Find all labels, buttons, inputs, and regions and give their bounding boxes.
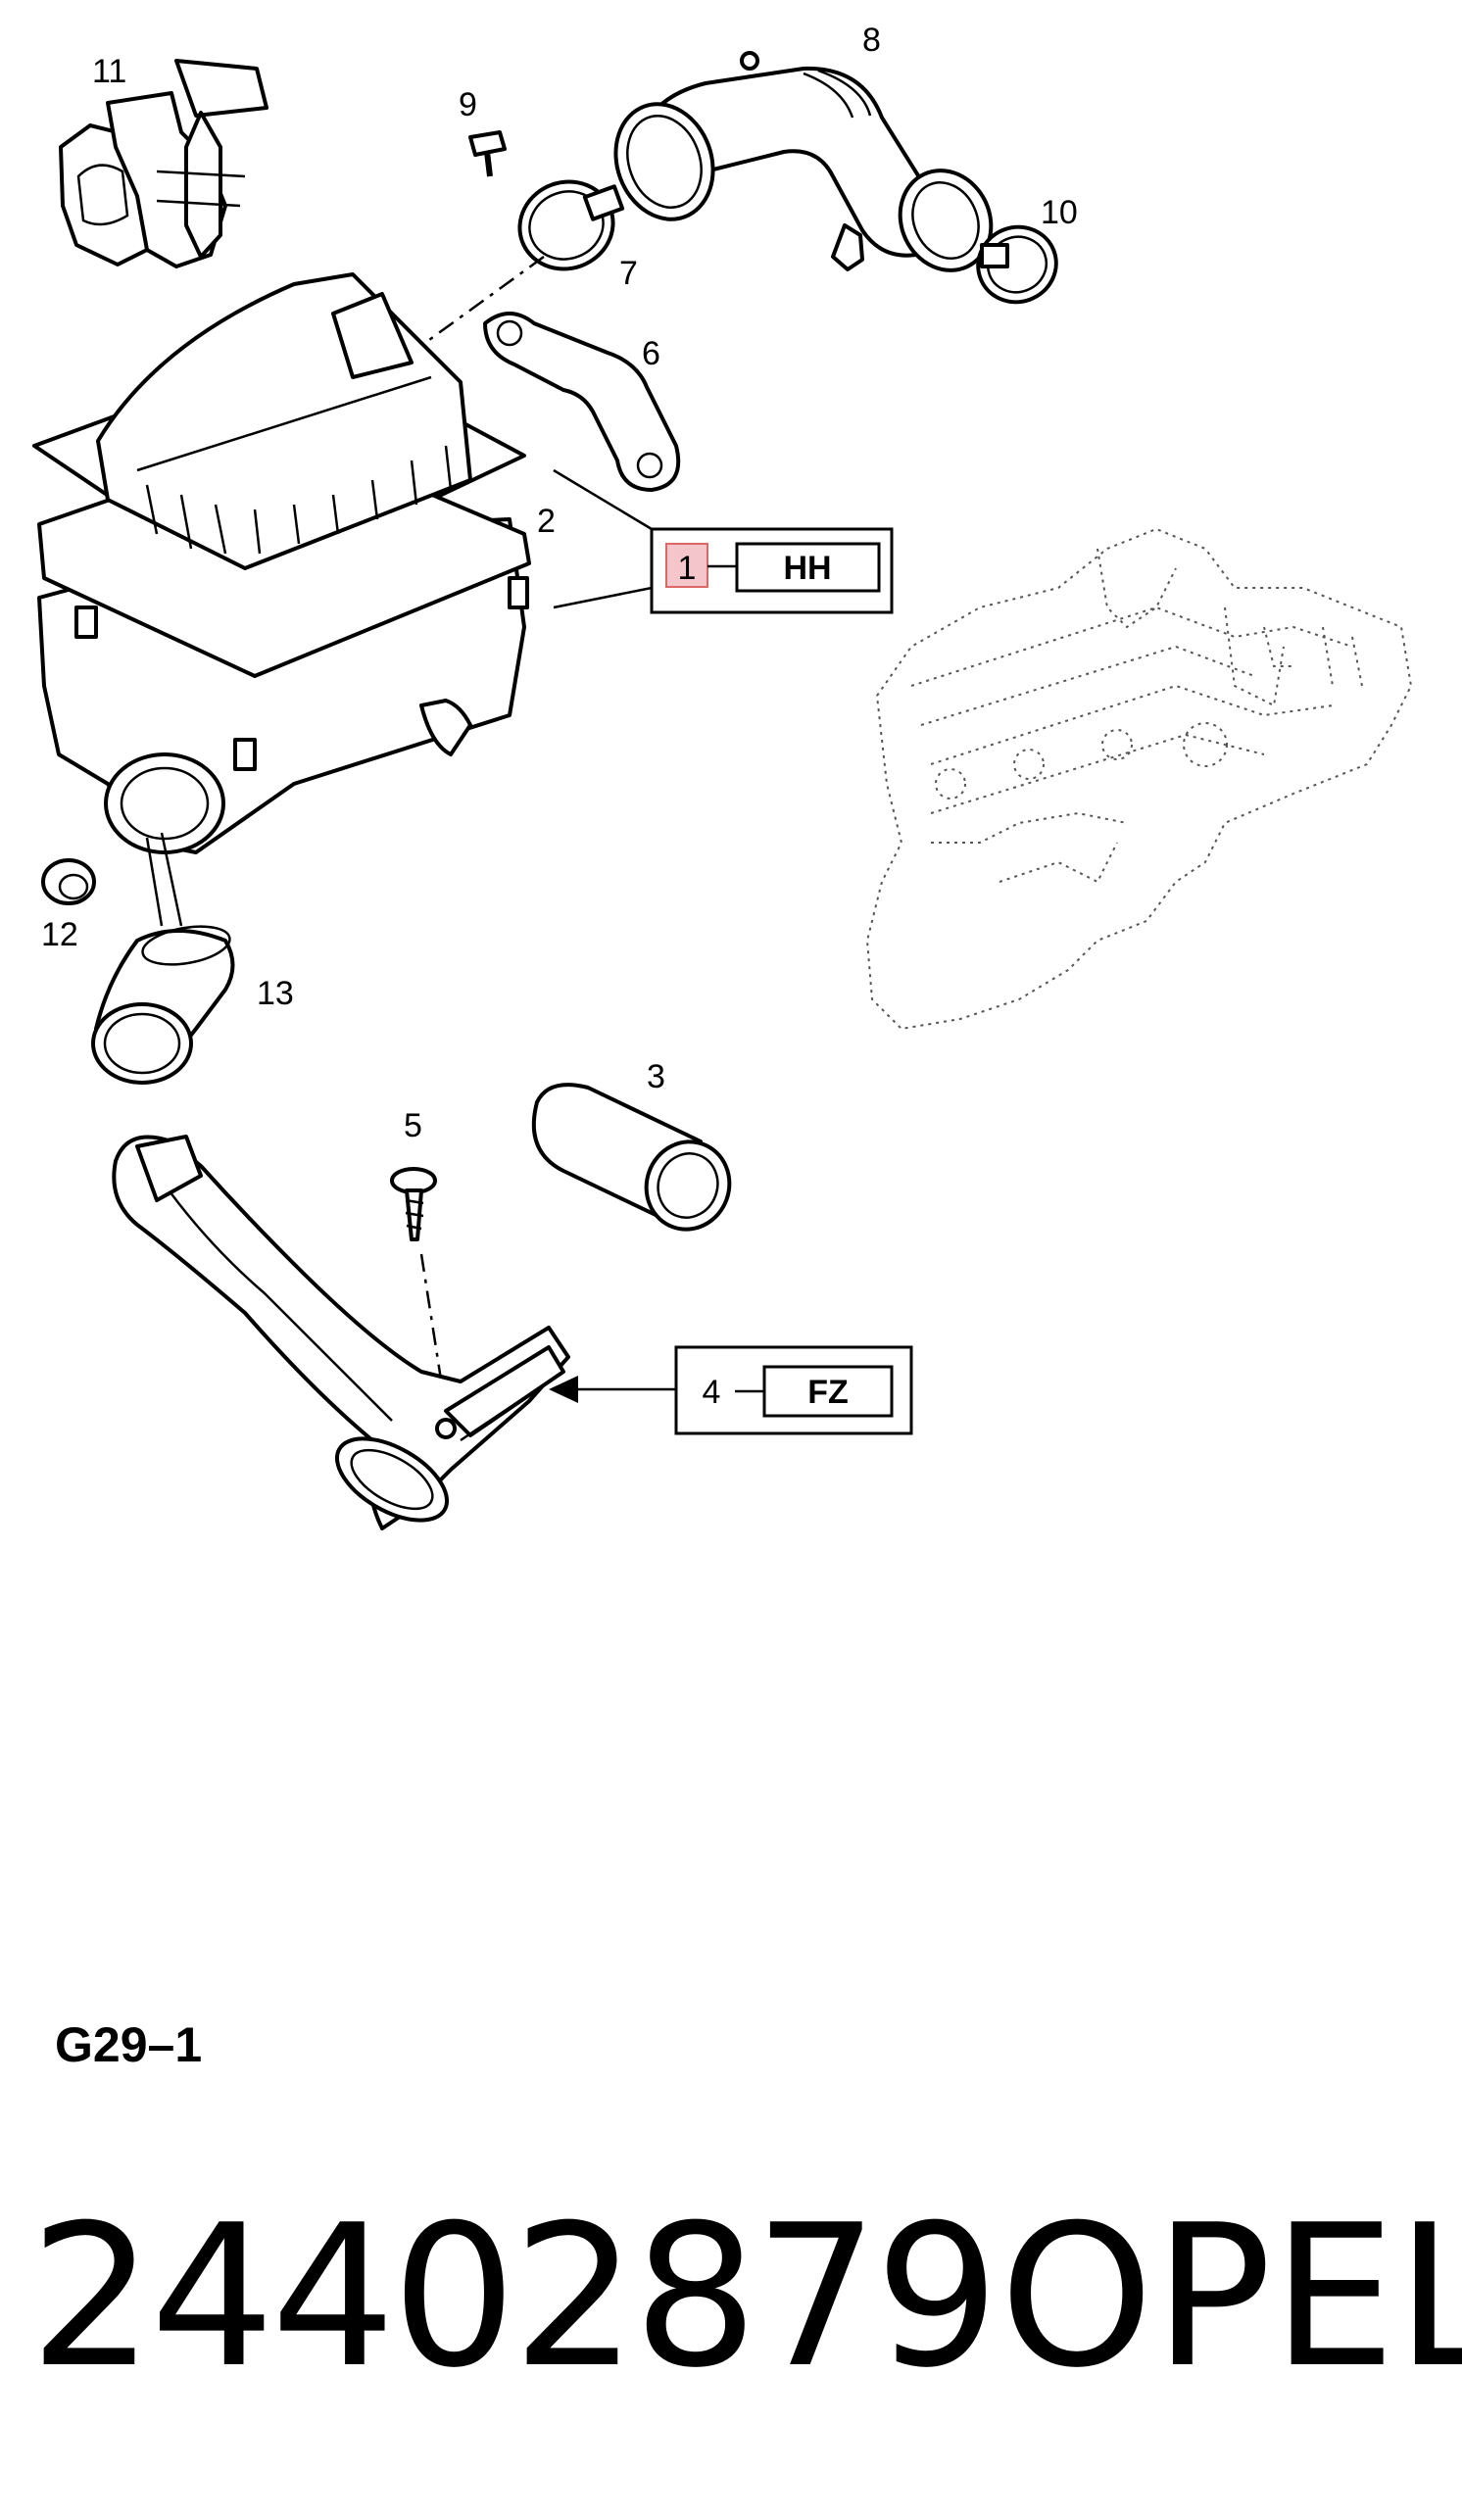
part-11-clip — [59, 59, 268, 268]
part-4-intake-duct — [112, 1135, 570, 1530]
callout-10: 10 — [1041, 194, 1078, 231]
part-9-bolt — [468, 130, 507, 177]
part-number: 24402879 — [29, 2183, 999, 2411]
part-12-grommet — [41, 858, 96, 905]
callout-2: 2 — [537, 503, 556, 540]
part-5-screw — [390, 1167, 437, 1241]
part-10-hose-clamp — [976, 224, 1058, 305]
callout-12: 12 — [41, 916, 78, 953]
part-13-rubber-elbow — [91, 925, 235, 1085]
part-6-bracket — [483, 312, 681, 492]
callout-7: 7 — [619, 255, 638, 292]
reference-item-label: 4 — [703, 1374, 721, 1411]
reference-box-hh[interactable]: 1 HH — [650, 527, 894, 614]
reference-code-label: FZ — [807, 1374, 849, 1411]
highlight-marker — [665, 543, 708, 588]
part-8-intake-hose — [613, 51, 994, 272]
callout-6: 6 — [642, 335, 660, 372]
callout-5: 5 — [404, 1107, 422, 1144]
brand-name: OPEL — [999, 2183, 1462, 2411]
arrow-head-icon — [549, 1376, 578, 1403]
engine-outline — [865, 527, 1413, 1031]
part-2-air-cleaner-housing — [32, 272, 531, 854]
diagram-code: G29–1 — [55, 2017, 203, 2072]
callout-3: 3 — [647, 1058, 665, 1095]
callout-8: 8 — [862, 22, 881, 59]
part-7-hose-clamp — [517, 179, 625, 271]
callout-11: 11 — [92, 53, 126, 90]
reference-code-label: HH — [783, 550, 831, 587]
reference-box-fz[interactable]: 4 FZ — [674, 1345, 913, 1435]
callout-9: 9 — [459, 86, 477, 123]
callout-13: 13 — [257, 975, 294, 1012]
part-3-sleeve — [531, 1083, 732, 1232]
reference-item-label: 1 — [678, 550, 697, 587]
